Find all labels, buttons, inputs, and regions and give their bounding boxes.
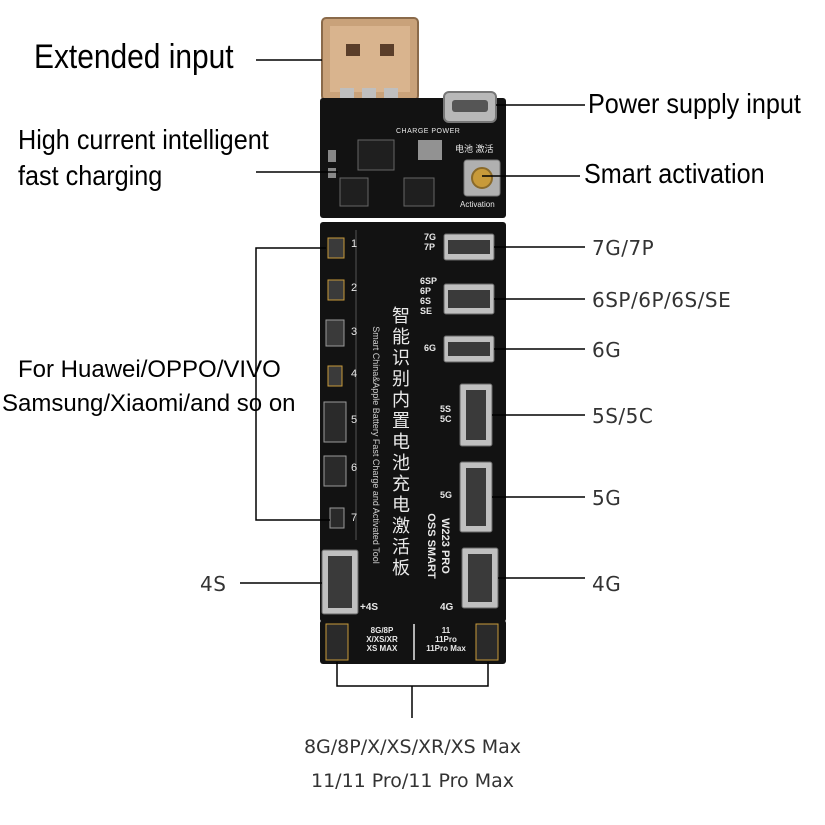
- slot-number: 6: [351, 462, 358, 474]
- label-port-6sp: 6SP/6P/6S/SE: [592, 288, 732, 312]
- pcb-label-6sp: 6SP 6P 6S SE: [420, 276, 437, 316]
- left-slot-connectors: [323, 237, 347, 529]
- right-connectors: [443, 233, 499, 609]
- pcb-label-5s: 5S 5C: [440, 404, 452, 424]
- pcb-english-title: Smart China&Apple Battery Fast Charge an…: [371, 326, 381, 564]
- pcb-label-4s: +4S: [360, 602, 379, 613]
- pcb-label-5g: 5G: [440, 490, 453, 500]
- slot-number: 7: [351, 512, 358, 524]
- label-port-4s: 4S: [200, 572, 227, 596]
- pcb-label-line: 6S: [420, 296, 432, 306]
- label-brands-line1: For Huawei/OPPO/VIVO: [18, 356, 281, 383]
- label-port-6g: 6G: [592, 338, 622, 362]
- pcb-model-line1: W223 PRO: [439, 518, 451, 574]
- pcb-label-line: 11Pro Max: [426, 644, 466, 653]
- label-extended-input: Extended input: [34, 38, 234, 76]
- label-brands-line2: Samsung/Xiaomi/and so on: [2, 390, 296, 417]
- label-bottom-line1: 8G/8P/X/XS/XR/XS Max: [303, 736, 522, 758]
- slot-number: 1: [351, 238, 358, 250]
- pcb-label-bottom-left: 8G/8P X/XS/XR XS MAX: [352, 626, 412, 653]
- label-port-5s: 5S/5C: [592, 404, 654, 428]
- label-port-5g: 5G: [592, 486, 622, 510]
- label-bottom-line2: 11/11 Pro/11 Pro Max: [310, 770, 515, 792]
- pcb-label-line: 5C: [440, 414, 452, 424]
- pcb-label-line: 7P: [424, 242, 436, 252]
- pcb-label-line: 7G: [424, 232, 437, 242]
- label-power-supply-input: Power supply input: [588, 88, 801, 119]
- label-port-4g: 4G: [592, 572, 622, 596]
- pcb-label-4g: 4G: [440, 602, 454, 613]
- pcb-label-line: XS MAX: [366, 644, 398, 653]
- pcb-label-line: 6P: [420, 286, 432, 296]
- pcb-label-6g: 6G: [424, 343, 437, 353]
- pcb-top-silk: 电池 激活: [455, 144, 494, 154]
- label-smart-activation: Smart activation: [584, 158, 765, 189]
- pcb-label-line: 11: [441, 626, 451, 635]
- pcb-charge-power: CHARGE POWER: [396, 128, 461, 135]
- label-high-current-line2: fast charging: [18, 160, 163, 191]
- label-port-7g: 7G/7P: [592, 236, 655, 260]
- pcb-label-line: X/XS/XR: [366, 635, 398, 644]
- pcb-model-line2: OSS SMART: [425, 513, 437, 579]
- pcb-label-line: 6SP: [420, 276, 438, 286]
- pcb-activation: Activation: [460, 200, 495, 209]
- pcb-bottom: [320, 620, 506, 664]
- pcb-chinese-title: 智能识别内置电池充电激活板: [392, 306, 410, 579]
- pcb-label-7g: 7G 7P: [424, 232, 436, 252]
- pcb-label-bottom-right: 11 11Pro 11Pro Max: [416, 626, 476, 653]
- slot-number: 4: [351, 368, 358, 380]
- usb-connector: [321, 17, 419, 110]
- pcb-label-line: 5S: [440, 404, 452, 414]
- slot-number: 3: [351, 326, 358, 338]
- slot-number: 2: [351, 282, 358, 294]
- pcb-label-line: SE: [420, 306, 433, 316]
- leader-lines: [240, 59, 585, 718]
- label-high-current-line1: High current intelligent: [18, 124, 269, 155]
- pcb-label-line: 8G/8P: [370, 626, 394, 635]
- slot-number: 5: [351, 414, 358, 426]
- pcb-label-line: 11Pro: [435, 635, 457, 644]
